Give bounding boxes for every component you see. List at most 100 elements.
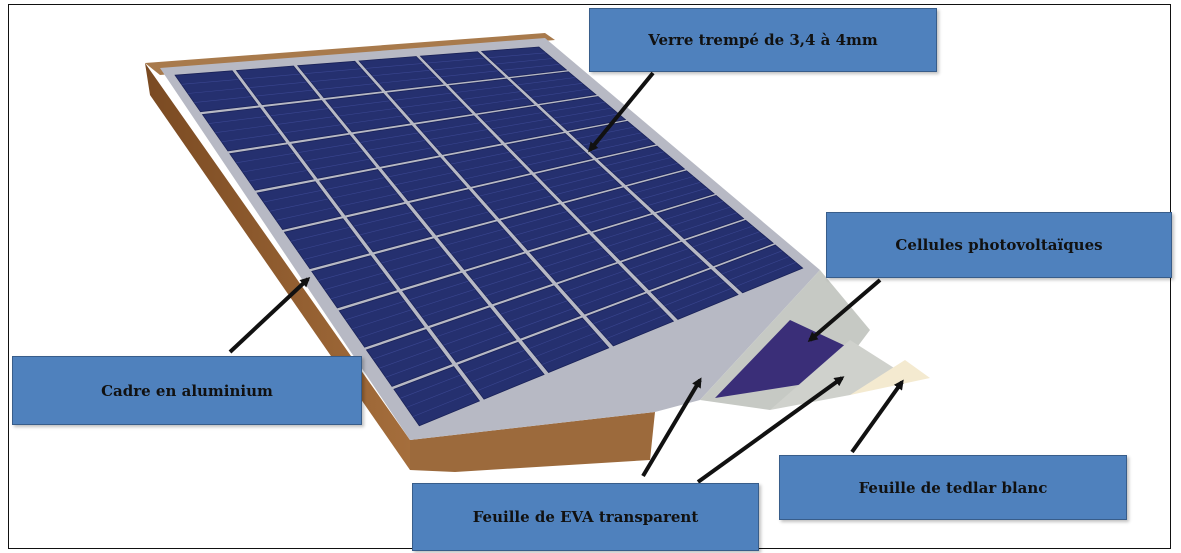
pv-cell: [358, 56, 444, 92]
cell-busbar: [488, 52, 546, 58]
pv-cell: [201, 107, 287, 152]
cell-busbar: [612, 157, 671, 173]
cell-busbar: [422, 297, 482, 318]
pv-cell: [535, 160, 623, 202]
cell-busbar: [535, 332, 596, 357]
cell-busbar: [387, 254, 447, 272]
pv-cell: [597, 145, 686, 186]
cell-busbar: [606, 314, 667, 339]
cell-busbar: [520, 145, 579, 159]
cell-busbar: [310, 75, 369, 82]
cell-busbar: [605, 151, 664, 167]
cell-busbar: [304, 150, 363, 162]
cell-busbar: [412, 392, 474, 417]
cell-busbar: [381, 246, 441, 264]
cell-busbar: [469, 97, 528, 107]
cell-busbar: [338, 193, 398, 207]
cell-busbar: [345, 300, 405, 321]
pv-cell: [510, 71, 597, 105]
cell-busbar: [242, 73, 301, 80]
cell-busbar: [553, 107, 612, 119]
cell-busbar: [270, 108, 329, 117]
cell-busbar: [221, 133, 280, 143]
cell-busbar: [464, 165, 523, 180]
cell-busbar: [528, 325, 590, 349]
pv-cell: [256, 181, 342, 230]
cell-busbar: [584, 206, 644, 225]
pv-cell: [393, 366, 481, 427]
cell-busbar: [735, 262, 796, 287]
cell-busbar: [485, 275, 546, 297]
cell-busbar: [427, 57, 485, 64]
cell-busbar: [318, 264, 378, 281]
label-cellules-photovoltaiques: Cellules photovoltaïques: [826, 212, 1172, 278]
cell-busbar: [325, 177, 385, 190]
pv-cell: [365, 329, 453, 387]
pv-cell: [529, 233, 617, 283]
cell-busbar: [440, 70, 498, 78]
cell-busbar: [513, 308, 574, 331]
cell-busbar: [641, 182, 701, 200]
cell-busbar: [618, 163, 678, 179]
pv-cell: [291, 134, 377, 179]
cell-busbar: [457, 158, 517, 172]
cell-busbar: [385, 355, 446, 378]
cell-busbar: [365, 63, 423, 69]
cell-busbar: [692, 225, 753, 248]
pv-cell: [448, 78, 535, 114]
cell-busbar: [298, 142, 357, 153]
pv-cell: [621, 241, 710, 291]
cell-busbar: [181, 79, 239, 85]
cell-busbar: [578, 284, 639, 307]
cell-busbar: [332, 185, 391, 199]
cell-busbar: [429, 129, 488, 140]
cell-busbar: [514, 218, 574, 236]
cell-busbar: [444, 228, 504, 246]
cell-busbar: [507, 211, 567, 229]
cell-busbar: [248, 170, 307, 182]
cell-busbar: [495, 58, 553, 65]
photovoltaic-cell-grid: [174, 46, 804, 427]
pv-cell: [415, 115, 502, 155]
pv-cell: [443, 145, 531, 187]
pv-cell: [437, 221, 525, 270]
cell-busbar: [388, 164, 447, 178]
cell-busbar: [366, 140, 425, 151]
cell-busbar: [187, 87, 246, 94]
cell-busbar: [671, 288, 732, 313]
pv-cell: [338, 292, 425, 348]
cell-busbar: [648, 187, 708, 206]
cell-busbar: [263, 190, 322, 203]
cell-busbar: [290, 227, 350, 242]
cell-busbar: [527, 152, 586, 166]
cell-busbar: [484, 112, 543, 123]
pv-cell: [381, 157, 468, 202]
cell-busbar: [255, 89, 314, 97]
cell-busbar: [394, 92, 452, 101]
pv-cell: [325, 92, 411, 133]
cell-busbar: [358, 318, 418, 339]
cell-busbar: [372, 337, 433, 360]
cell-busbar: [521, 225, 581, 244]
pv-cell: [174, 70, 259, 113]
cell-busbar: [664, 281, 725, 306]
cell-busbar: [269, 198, 329, 212]
pv-cell: [311, 255, 398, 309]
cell-busbar: [593, 300, 654, 324]
cell-busbar: [360, 132, 419, 143]
cell-busbar: [422, 122, 481, 133]
cell-busbar: [401, 179, 461, 193]
cell-busbar: [479, 181, 539, 197]
cell-busbar: [517, 77, 576, 86]
cell-busbar: [706, 237, 767, 260]
pv-cell: [493, 285, 581, 339]
cell-busbar: [560, 113, 619, 125]
cell-busbar: [479, 268, 539, 289]
cell-busbar: [457, 243, 517, 262]
cell-busbar: [542, 166, 602, 182]
pv-cell: [283, 218, 370, 270]
pv-cell: [429, 307, 517, 363]
pv-cell: [656, 195, 745, 240]
cell-busbar: [451, 152, 510, 165]
